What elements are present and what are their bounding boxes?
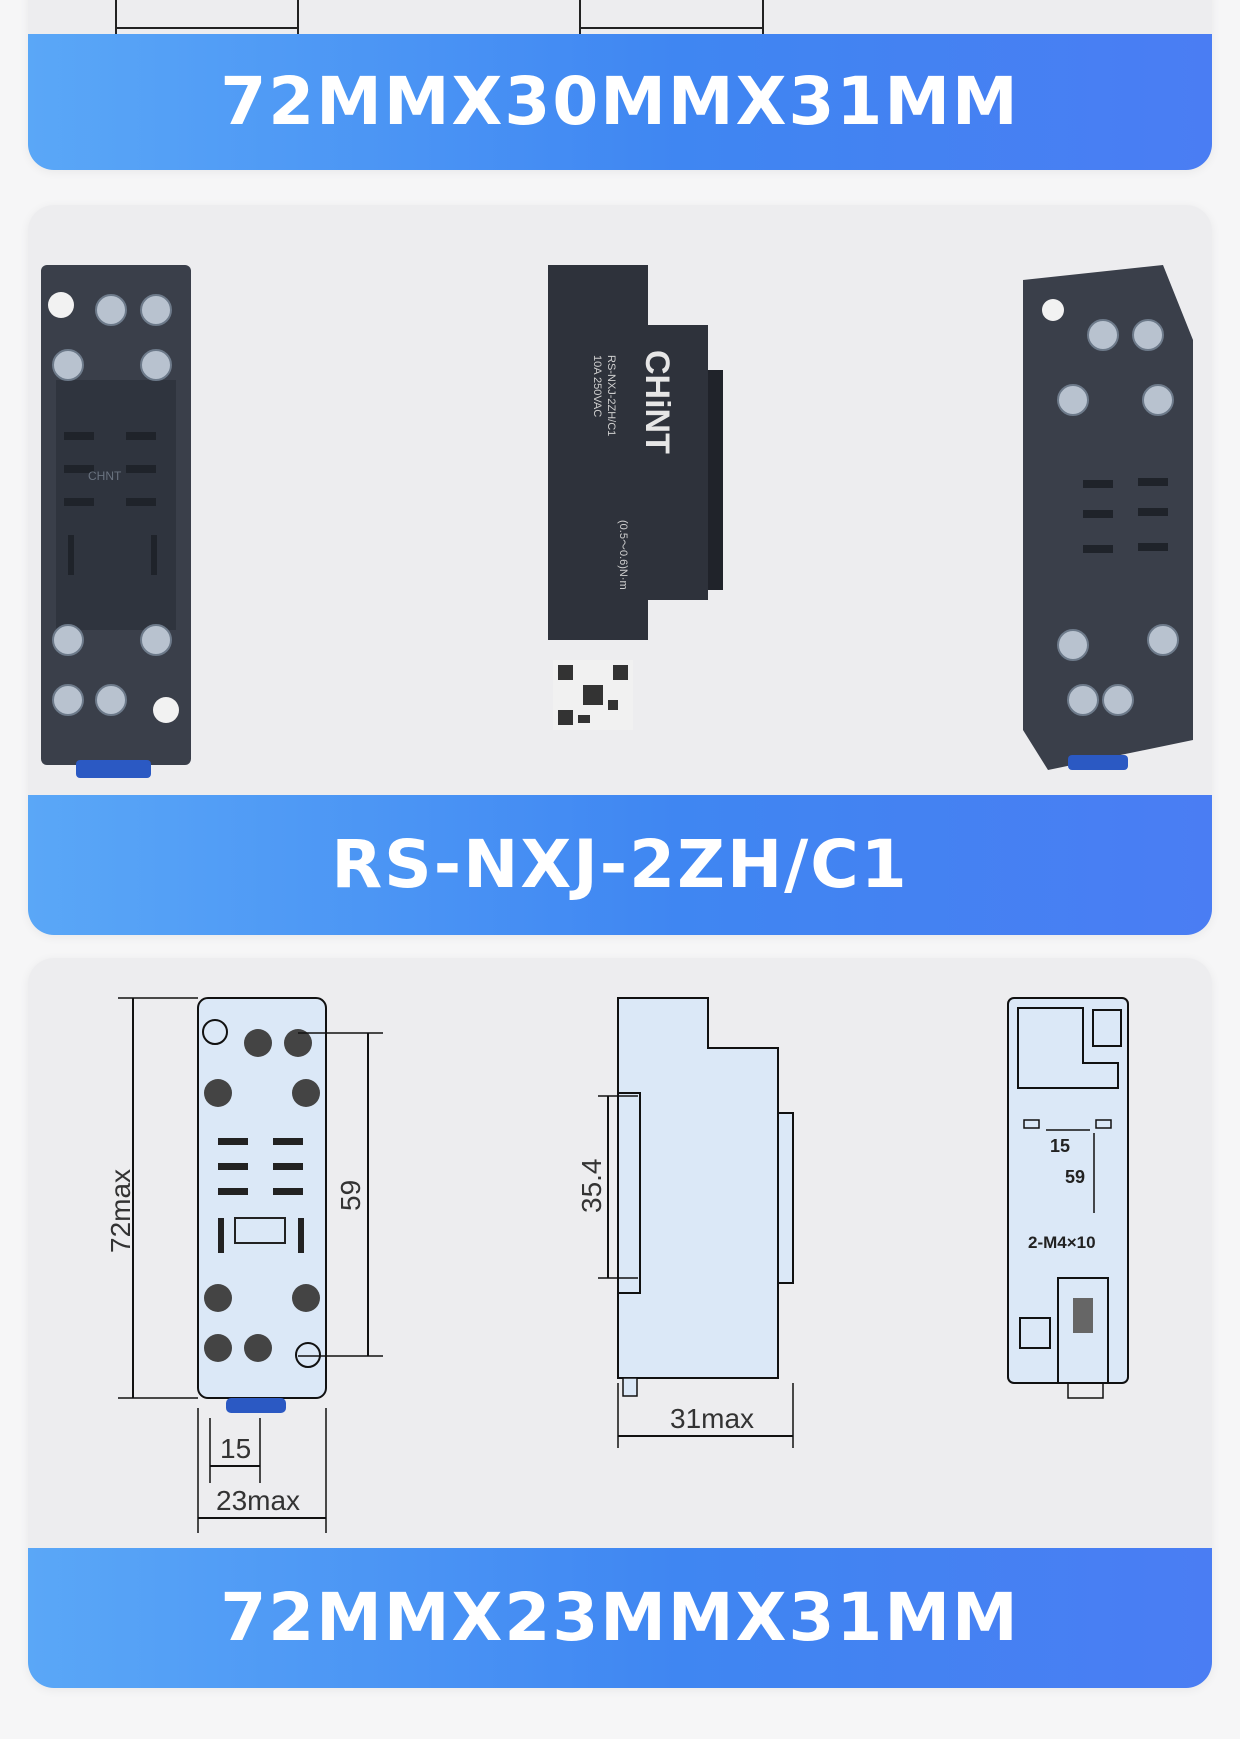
spec-card-1: 72MMX30MMX31MM: [28, 0, 1212, 170]
rating-print: 10A 250VAC: [591, 355, 603, 417]
back-dimension-drawing: 15 59 2-M4×10: [1007, 997, 1129, 1399]
front-dimension-drawing: 72max 59 15 23max: [105, 997, 383, 1533]
dim-width-max: 23max: [216, 1485, 300, 1516]
relay-socket-front-photo: CHNT: [41, 265, 191, 778]
dim-hole-spacing-h: 15: [220, 1433, 251, 1464]
back-screw-spec: 2-M4×10: [1028, 1233, 1096, 1252]
relay-socket-angle-photo: [1023, 265, 1193, 770]
model-banner-text: RS-NXJ-2ZH/C1: [331, 826, 909, 903]
product-card: CHNT CHiNT RS-NXJ-2ZH/C1 10A 250VAC (0.5…: [28, 205, 1212, 935]
torque-print: (0.5～0.6)N·m: [617, 520, 629, 590]
size-banner-1-text: 72MMX30MMX31MM: [220, 63, 1020, 140]
side-dimension-drawing: 35.4 31max: [576, 997, 794, 1448]
dim-depth-max: 31max: [670, 1403, 754, 1434]
back-hole-v: 59: [1065, 1167, 1085, 1187]
relay-socket-side-photo: CHiNT RS-NXJ-2ZH/C1 10A 250VAC (0.5～0.6)…: [548, 265, 723, 730]
socket-logo: CHNT: [88, 469, 122, 483]
model-banner: RS-NXJ-2ZH/C1: [28, 795, 1212, 935]
dim-rail: 35.4: [576, 1159, 607, 1214]
brand-logo: CHiNT: [638, 350, 676, 454]
dimension-lines-top: [115, 0, 764, 40]
model-print: RS-NXJ-2ZH/C1: [605, 355, 617, 436]
back-hole-h: 15: [1050, 1136, 1070, 1156]
size-banner-1: 72MMX30MMX31MM: [28, 34, 1212, 170]
dim-height-max: 72max: [105, 1169, 136, 1253]
dim-hole-spacing-v: 59: [335, 1180, 366, 1211]
dimension-card: 72max 59 15 23max 35.4 31max 15 59: [28, 958, 1212, 1688]
size-banner-2-text: 72MMX23MMX31MM: [220, 1579, 1020, 1656]
size-banner-2: 72MMX23MMX31MM: [28, 1548, 1212, 1688]
